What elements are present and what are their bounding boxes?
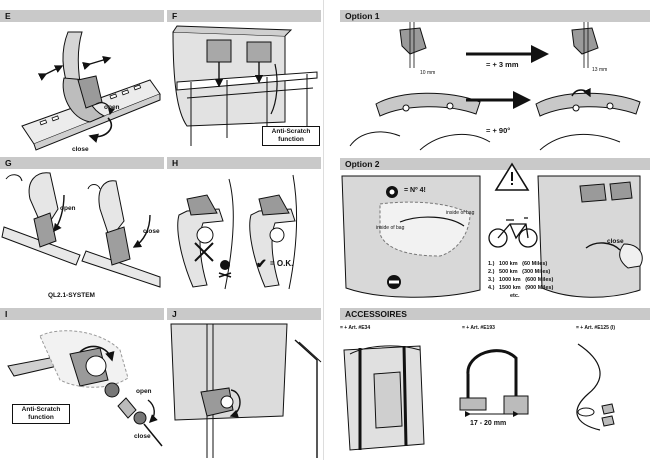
- dimension-13mm: 13 mm: [592, 67, 608, 73]
- interval-miles: (600 Miles): [525, 277, 554, 283]
- interval-number: 2.): [488, 269, 495, 275]
- section-header-i: I: [0, 308, 164, 320]
- illustration-h: [177, 174, 297, 290]
- label-open-g: open: [60, 205, 76, 212]
- step-plus-3mm: = + 3 mm: [486, 60, 519, 69]
- interval-number: 1.): [488, 261, 495, 267]
- checkmark-icon: ✔: [256, 256, 267, 271]
- section-header-option1: Option 1: [340, 10, 650, 22]
- caption-ql-system: QL2.1-SYSTEM: [48, 292, 95, 299]
- anti-scratch-box-f: Anti-Scratch function: [262, 126, 320, 146]
- interval-etc: etc.: [510, 293, 520, 299]
- interval-list: 1.) 100 km (60 Miles) 2.) 500 km (300 Mi…: [488, 260, 568, 300]
- illustration-i: [7, 330, 163, 447]
- interval-row: 1.) 100 km (60 Miles): [488, 260, 568, 268]
- illustration-j: [170, 323, 322, 458]
- article-e34: = + Art. #E34: [340, 325, 371, 331]
- section-header-g: G: [0, 157, 164, 169]
- label-close-option2: close: [607, 238, 624, 245]
- interval-km: 500 km: [498, 269, 518, 275]
- illustration-e: [21, 31, 161, 151]
- skull-icon: [218, 260, 232, 278]
- no-entry-icon: [387, 275, 401, 289]
- illustration-g: [1, 172, 161, 288]
- interval-km: 100 km: [498, 261, 518, 267]
- warning-icon: [494, 162, 530, 191]
- illustration-option1: [349, 22, 641, 151]
- interval-number: 4.): [488, 285, 495, 291]
- dimension-17-20mm: 17 - 20 mm: [470, 420, 507, 427]
- section-header-option2: Option 2: [340, 158, 650, 170]
- interval-km: 1500 km: [498, 285, 521, 291]
- interval-km: 1000 km: [498, 277, 521, 283]
- interval-row: 2.) 500 km (300 Miles): [488, 268, 568, 276]
- dimension-10mm: 10 mm: [420, 70, 436, 76]
- label-inside-of-bag-b: inside of bag: [446, 210, 475, 216]
- washer-icon: [386, 186, 398, 198]
- section-header-accessories: ACCESSOIRES: [340, 308, 650, 320]
- section-header-f: F: [167, 10, 321, 22]
- label-open-e: open: [104, 104, 120, 111]
- interval-number: 3.): [488, 277, 495, 283]
- label-number-4: = Nº 4!: [404, 187, 426, 194]
- section-header-h: H: [167, 157, 321, 169]
- illustration-option2: [341, 162, 643, 298]
- interval-miles: (300 Miles): [522, 269, 551, 275]
- article-e193: = + Art. #E193: [462, 325, 495, 331]
- interval-miles: (900 Miles): [525, 285, 554, 291]
- illustration-accessories: [343, 343, 615, 451]
- label-inside-of-bag-a: inside of bag: [376, 225, 405, 231]
- section-header-j: J: [167, 308, 321, 320]
- label-close-e: close: [72, 146, 89, 153]
- column-divider: [323, 0, 324, 460]
- article-e125: = + Art. #E125 (I): [576, 325, 615, 331]
- interval-miles: (60 Miles): [522, 261, 548, 267]
- label-close-i: close: [134, 433, 151, 440]
- bicycle-icon: [488, 217, 538, 248]
- interval-row: 3.) 1000 km (600 Miles): [488, 276, 568, 284]
- anti-scratch-box-i: Anti-Scratch function: [12, 404, 70, 424]
- label-open-i: open: [136, 388, 152, 395]
- step-plus-90deg: = + 90°: [486, 126, 511, 135]
- interval-row: 4.) 1500 km (900 Miles): [488, 284, 568, 292]
- label-ok: = O.K.: [270, 259, 294, 268]
- label-close-g: close: [143, 228, 160, 235]
- section-header-e: E: [0, 10, 164, 22]
- illustration-f: [172, 25, 318, 146]
